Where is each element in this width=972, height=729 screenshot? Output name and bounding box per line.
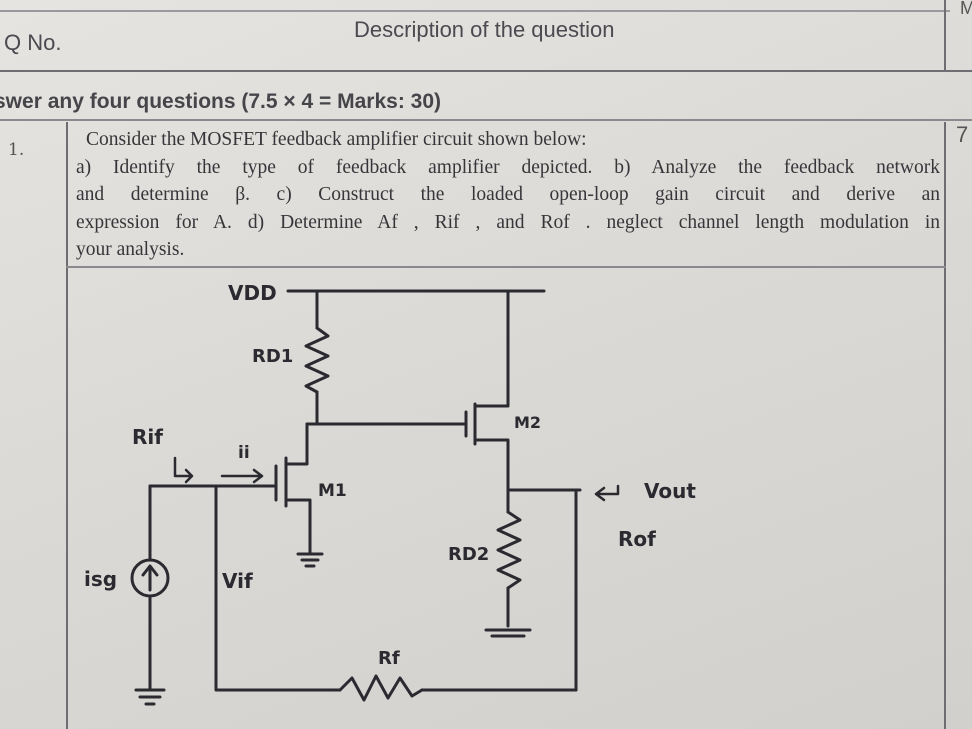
rf-resistor [338,674,424,702]
m2-drain-lead [473,289,510,408]
qno-header-label: No. [27,30,62,55]
current-source-arrow [141,564,159,592]
rd2-label: RD2 [448,544,489,565]
ii-label: ii [238,443,250,463]
question-text-bottom-border [66,266,946,268]
rd1-label: RD1 [252,346,293,367]
description-header: Description of the question [354,17,615,42]
rd1-resistor [304,326,330,394]
column-divider-3 [944,122,946,729]
header-top-border [0,10,950,12]
feedback-left-wire [214,588,342,692]
ii-arrow [220,468,264,484]
vout-label: Vout [644,479,696,503]
question-line-3: and determine β. c) Construct the loaded… [76,184,940,205]
marks-corner-header: M [960,0,972,18]
header-bottom-border [0,70,972,72]
m2-source-lead [473,438,510,492]
rif-arrow [173,456,194,484]
vif-label: Vif [222,569,253,593]
m1-ground [296,552,324,568]
is-label: isg [84,567,117,591]
source-ground [134,688,166,706]
section-title-text: swer any four questions (7.5 × 4 = Marks… [0,90,441,113]
rof-label: Rof [618,527,656,551]
column-divider-1 [66,122,68,729]
question-line-5: your analysis. [76,239,185,260]
rif-label: Rif [132,425,163,449]
rd2-resistor [496,510,522,590]
section-title: swer any four questions (7.5 × 4 = Marks… [0,90,441,114]
m1-label: M1 [318,481,347,501]
section-underline-border [0,119,972,121]
rf-label: Rf [378,648,400,669]
question-marks: 7 [956,122,969,147]
m2-label: M2 [514,413,541,432]
column-divider-2 [944,0,946,72]
m1-source-lead [286,498,312,554]
rd2-ground [484,628,532,638]
m1-drain-wire [286,422,309,466]
qno-glyph: Q [4,30,22,55]
question-line-2: a) Identify the type of feedback amplifi… [76,156,940,178]
question-line-1: Consider the MOSFET feedback amplifier c… [86,129,587,150]
rof-arrow [594,484,620,502]
vdd-label: VDD [228,281,277,305]
question-line-4: expression for A. d) Determine Af , Rif … [76,211,940,233]
qno-header: Q No. [4,30,62,56]
question-number: 1. [8,140,25,160]
question-text: Consider the MOSFET feedback amplifier c… [76,126,940,264]
